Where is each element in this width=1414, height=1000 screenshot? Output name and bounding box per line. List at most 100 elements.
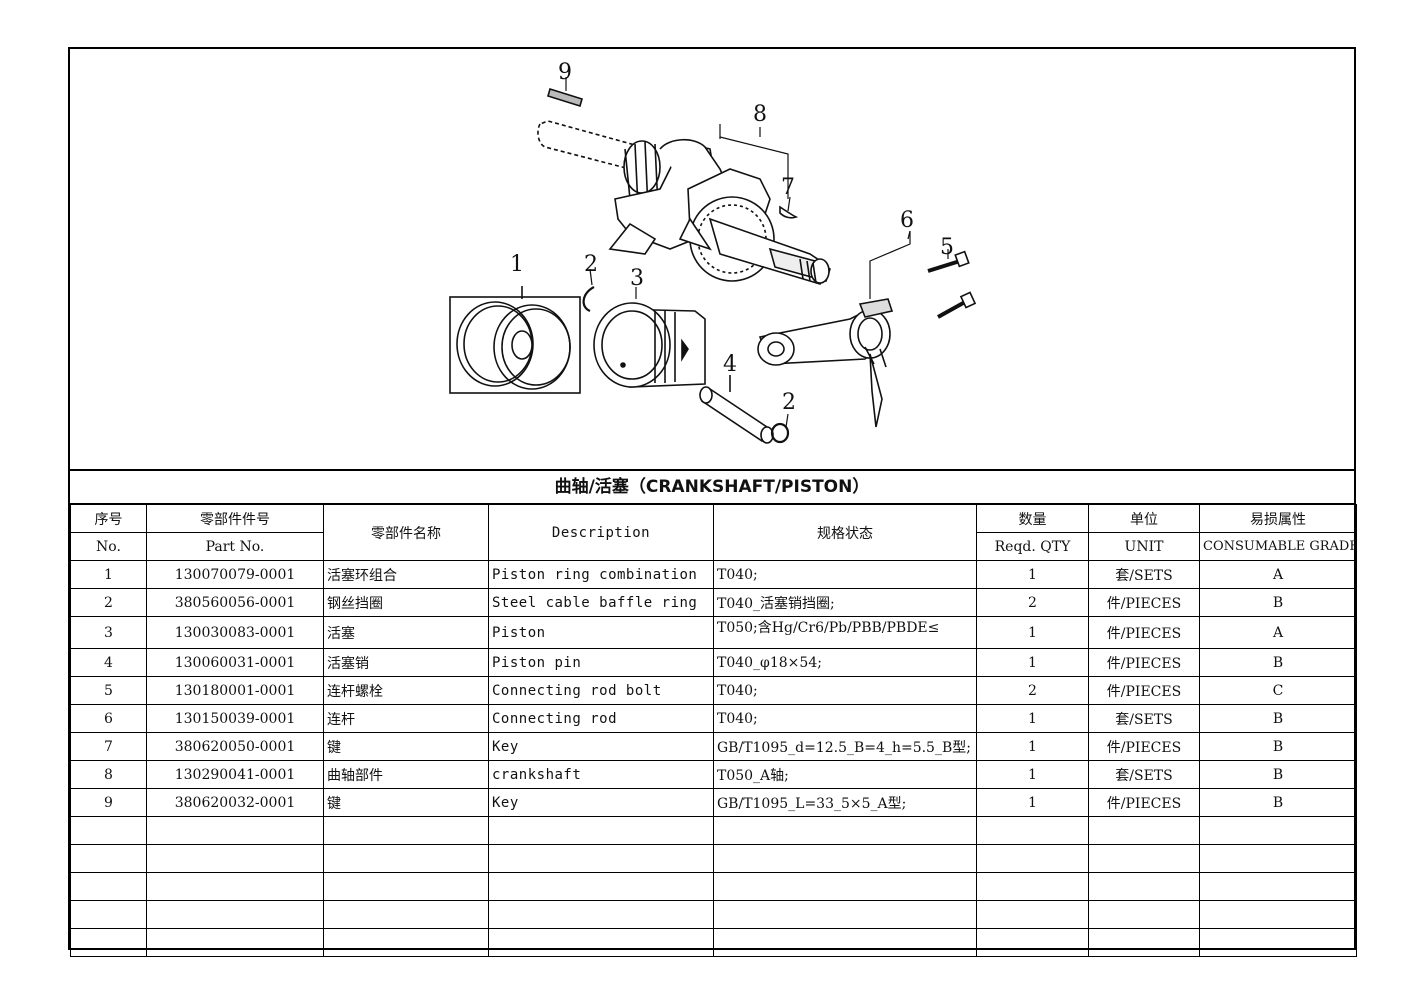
connecting-rod-6-icon [757,298,894,428]
row-part-no: 130060031-0001 [146,648,324,677]
empty-cell [1088,816,1200,845]
row-qty: 2 [976,676,1089,705]
row-unit: 套/SETS [1088,560,1200,589]
empty-cell [488,872,714,901]
header-qty-cn: 数量 [976,504,1089,533]
row-unit: 套/SETS [1088,704,1200,733]
row-no: 6 [70,704,147,733]
row-name-cn: 活塞 [323,616,489,649]
header-qty-en: Reqd. QTY [976,532,1089,561]
empty-cell [146,900,324,929]
empty-cell [1088,900,1200,929]
row-grade: B [1199,732,1357,761]
row-no: 1 [70,560,147,589]
row-description: Connecting rod bolt [488,676,714,705]
row-part-no: 130030083-0001 [146,616,324,649]
row-part-no: 380560056-0001 [146,588,324,617]
empty-cell [488,844,714,873]
row-part-no: 380620032-0001 [146,788,324,817]
empty-cell [146,872,324,901]
row-spec: T040; [713,560,977,589]
empty-cell [323,872,489,901]
row-part-no: 130070079-0001 [146,560,324,589]
empty-cell [976,872,1089,901]
circlip-2-bottom-icon [770,422,790,444]
row-description: Piston pin [488,648,714,677]
callout-8: 8 [753,102,767,127]
empty-table-row [70,900,1357,929]
piston-rings-1-icon [449,286,581,394]
row-description: Connecting rod [488,704,714,733]
row-grade: A [1199,560,1357,589]
row-name-cn: 活塞销 [323,648,489,677]
row-name-cn: 连杆螺栓 [323,676,489,705]
empty-cell [1088,872,1200,901]
row-unit: 件/PIECES [1088,616,1200,649]
row-part-no: 130180001-0001 [146,676,324,705]
row-qty: 1 [976,788,1089,817]
row-grade: C [1199,676,1357,705]
row-unit: 件/PIECES [1088,648,1200,677]
empty-cell [70,872,147,901]
row-spec: T040_φ18×54; [713,648,977,677]
crankshaft-piston-drawing: 9 8 7 6 5 1 2 3 4 2 [449,60,977,444]
empty-cell [1199,928,1357,957]
empty-cell [1088,928,1200,957]
empty-cell [1199,900,1357,929]
empty-cell [488,928,714,957]
row-unit: 套/SETS [1088,760,1200,789]
row-name-cn: 连杆 [323,704,489,733]
row-unit: 件/PIECES [1088,732,1200,761]
empty-cell [323,928,489,957]
empty-cell [713,844,977,873]
callout-9: 9 [558,60,572,85]
row-qty: 2 [976,588,1089,617]
header-grade-en: CONSUMABLE GRADE [1199,532,1357,561]
callout-6: 6 [900,208,914,233]
connecting-rod-bolt-5-icon [927,250,977,319]
empty-cell [713,816,977,845]
circlip-2-icon [582,286,595,313]
row-spec: GB/T1095_L=33_5×5_A型; [713,788,977,817]
row-spec: T050;含Hg/Cr6/Pb/PBB/PBDE≤ [713,616,977,649]
empty-cell [323,816,489,845]
row-qty: 1 [976,732,1089,761]
empty-table-row [70,816,1357,845]
callout-5: 5 [940,235,954,260]
row-no: 3 [70,616,147,649]
row-no: 8 [70,760,147,789]
row-grade: B [1199,704,1357,733]
row-no: 2 [70,588,147,617]
callout-1: 1 [510,252,524,277]
empty-cell [976,816,1089,845]
row-spec: T040; [713,676,977,705]
row-description: Key [488,732,714,761]
row-name-cn: 钢丝挡圈 [323,588,489,617]
key-7-icon [779,205,799,219]
row-grade: B [1199,788,1357,817]
section-title: 曲轴/活塞（CRANKSHAFT/PISTON） [70,469,1354,504]
parts-table: 序号 零部件件号 零部件名称 Description 规格状态 数量 单位 易损… [70,504,1357,957]
row-grade: B [1199,648,1357,677]
header-grade-cn: 易损属性 [1199,504,1357,533]
empty-cell [488,900,714,929]
row-spec: T040; [713,704,977,733]
row-grade: A [1199,616,1357,649]
header-no-en: No. [70,532,147,561]
row-qty: 1 [976,616,1089,649]
row-no: 9 [70,788,147,817]
header-partno-en: Part No. [146,532,324,561]
table-header-row-en: No. Part No. Reqd. QTY UNIT CONSUMABLE G… [70,532,1357,561]
empty-table-row [70,928,1357,957]
empty-cell [713,872,977,901]
empty-cell [976,928,1089,957]
empty-cell [146,816,324,845]
row-qty: 1 [976,704,1089,733]
row-unit: 件/PIECES [1088,788,1200,817]
